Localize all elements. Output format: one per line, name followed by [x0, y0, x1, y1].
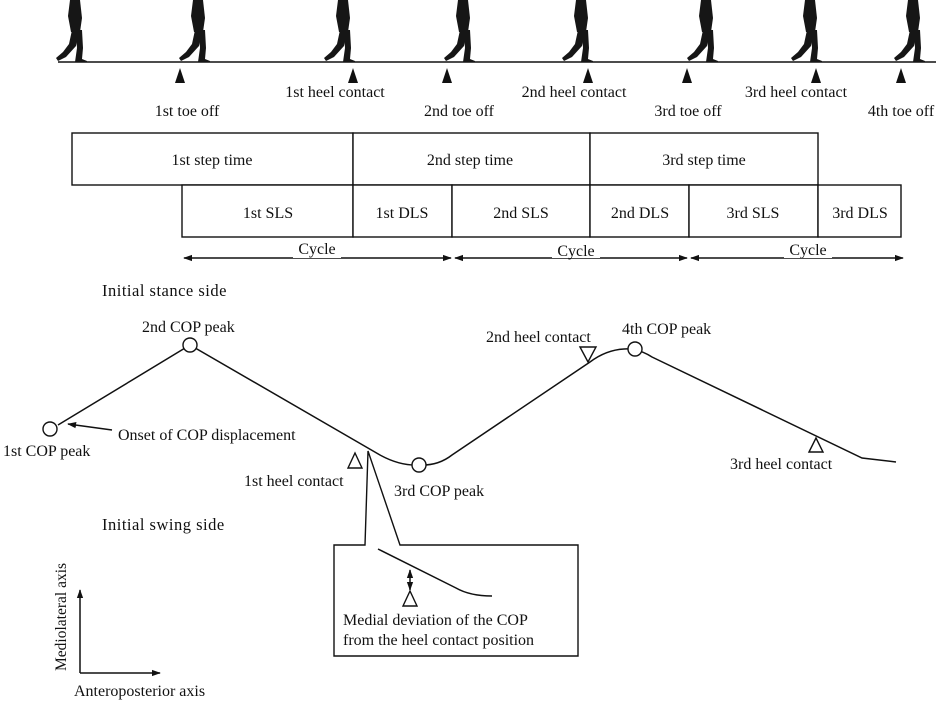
event-triangle-filled-icon: [682, 68, 692, 83]
event-triangle-filled-icon: [811, 68, 821, 83]
axes-indicator: Mediolateral axis Anteroposterior axis: [53, 563, 205, 700]
cycle-label-3: Cycle: [789, 242, 826, 259]
event-triangle-filled-icon: [348, 68, 358, 83]
cycle-label-2: Cycle: [557, 243, 594, 260]
cycle-row: Cycle Cycle Cycle: [183, 241, 904, 262]
walking-silhouette-icon: [562, 0, 593, 62]
gait-events: 1st toe off 1st heel contact 2nd toe off…: [155, 68, 935, 120]
walking-strip: [56, 0, 936, 63]
cop-peak-circle-icon: [411, 457, 427, 473]
heel-contact-triangle-open-icon: [578, 346, 598, 364]
event-label-toe-off-3: 3rd toe off: [654, 103, 722, 120]
walking-silhouette-icon: [791, 0, 822, 62]
event-triangle-filled-icon: [896, 68, 906, 83]
vertical-axis-label: Mediolateral axis: [53, 563, 70, 671]
swing-side-label: Initial swing side: [102, 515, 225, 534]
cycle-label-1: Cycle: [298, 241, 335, 258]
event-triangle-filled-icon: [175, 68, 185, 83]
step-time-label-1: 1st step time: [172, 152, 253, 169]
cycle-label-bg: [552, 242, 600, 258]
step-time-label-3: 3rd step time: [662, 152, 746, 169]
event-label-heel-contact-3: 3rd heel contact: [745, 84, 848, 101]
walking-silhouette-icon: [179, 0, 210, 62]
inset-text-line-2: from the heel contact position: [343, 632, 534, 649]
stance-side-label: Initial stance side: [102, 281, 227, 300]
walking-silhouette-icon: [687, 0, 718, 62]
cop-peak-circle-icon: [627, 341, 643, 357]
cop-peak-circle-icon: [42, 421, 58, 437]
support-phase-label-2: 1st DLS: [376, 205, 429, 222]
cop-trajectory: 1st COP peak 2nd COP peak 3rd COP peak 4…: [3, 319, 897, 500]
cop-path: [57, 344, 897, 466]
cop-label-peak-1: 1st COP peak: [3, 443, 90, 460]
cop-label-peak-2: 2nd COP peak: [142, 319, 235, 336]
horizontal-axis-label: Anteroposterior axis: [74, 683, 205, 700]
cop-label-onset: Onset of COP displacement: [118, 427, 296, 444]
cop-label-heel-2: 2nd heel contact: [486, 329, 591, 346]
support-phase-box-3: [451, 184, 591, 238]
walking-silhouette-icon: [444, 0, 475, 62]
cop-label-heel-1: 1st heel contact: [244, 473, 344, 490]
cop-label-heel-3: 3rd heel contact: [730, 456, 833, 473]
support-phase-label-4: 2nd DLS: [611, 205, 669, 222]
cop-label-peak-3: 3rd COP peak: [394, 483, 484, 500]
event-triangle-filled-icon: [583, 68, 593, 83]
inset-callout: Medial deviation of the COP from the hee…: [333, 450, 579, 657]
heel-contact-triangle-open-icon: [807, 436, 825, 453]
event-label-heel-contact-1: 1st heel contact: [285, 84, 385, 101]
cop-peak-circle-icon: [182, 337, 198, 353]
inset-text-line-1: Medial deviation of the COP: [343, 612, 528, 629]
event-label-toe-off-4: 4th toe off: [868, 103, 935, 120]
support-phase-row: 1st SLS 1st DLS 2nd SLS 2nd DLS 3rd SLS …: [181, 184, 902, 238]
step-time-row: 1st step time 2nd step time 3rd step tim…: [71, 132, 819, 186]
support-phase-label-6: 3rd DLS: [832, 205, 888, 222]
event-label-toe-off-2: 2nd toe off: [424, 103, 495, 120]
cycle-label-bg: [293, 242, 341, 258]
step-time-box-2: [352, 132, 591, 186]
walking-silhouette-icon: [56, 0, 87, 62]
heel-contact-triangle-open-icon: [346, 451, 364, 469]
walking-silhouette-icon: [894, 0, 925, 62]
cycle-label-bg: [784, 242, 832, 258]
event-label-toe-off-1: 1st toe off: [155, 103, 220, 120]
walking-silhouette-icon: [324, 0, 355, 62]
inset-cop-path: [377, 548, 493, 597]
event-triangle-filled-icon: [442, 68, 452, 83]
heel-contact-triangle-open-icon: [401, 589, 419, 607]
onset-pointer-arrow-icon: [67, 421, 113, 431]
support-phase-label-1: 1st SLS: [243, 205, 293, 222]
support-phase-label-3: 2nd SLS: [493, 205, 549, 222]
event-label-heel-contact-2: 2nd heel contact: [522, 84, 627, 101]
step-time-label-2: 2nd step time: [427, 152, 513, 169]
inset-box: [333, 450, 579, 657]
support-phase-box-6: [817, 184, 902, 238]
cop-label-peak-4: 4th COP peak: [622, 321, 711, 338]
support-phase-label-5: 3rd SLS: [727, 205, 780, 222]
